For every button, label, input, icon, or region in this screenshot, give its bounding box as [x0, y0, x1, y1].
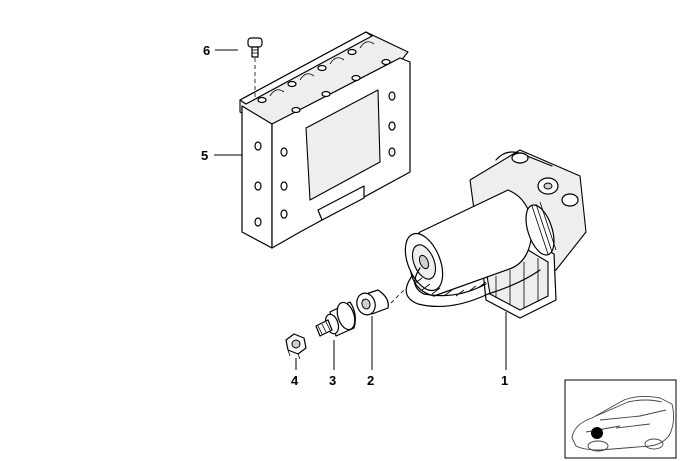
part-2-rubber-mount[interactable]	[354, 289, 389, 317]
callout-4[interactable]: 4	[291, 373, 299, 388]
part-1-hydraulic-unit[interactable]	[398, 149, 587, 319]
callout-5[interactable]: 5	[201, 148, 208, 163]
part-3-bolt[interactable]	[315, 300, 358, 337]
car-locator-thumbnail	[564, 379, 677, 459]
part-4-nut[interactable]	[285, 333, 307, 360]
dashed-guide-mount	[385, 287, 407, 309]
part-6-screw[interactable]	[247, 37, 263, 58]
car-locator-icon	[571, 395, 675, 452]
location-marker	[591, 427, 603, 439]
callout-2[interactable]: 2	[367, 373, 374, 388]
callout-3[interactable]: 3	[329, 373, 336, 388]
callout-1[interactable]: 1	[501, 373, 508, 388]
callout-6[interactable]: 6	[203, 43, 210, 58]
part-5-bracket[interactable]	[239, 31, 411, 249]
